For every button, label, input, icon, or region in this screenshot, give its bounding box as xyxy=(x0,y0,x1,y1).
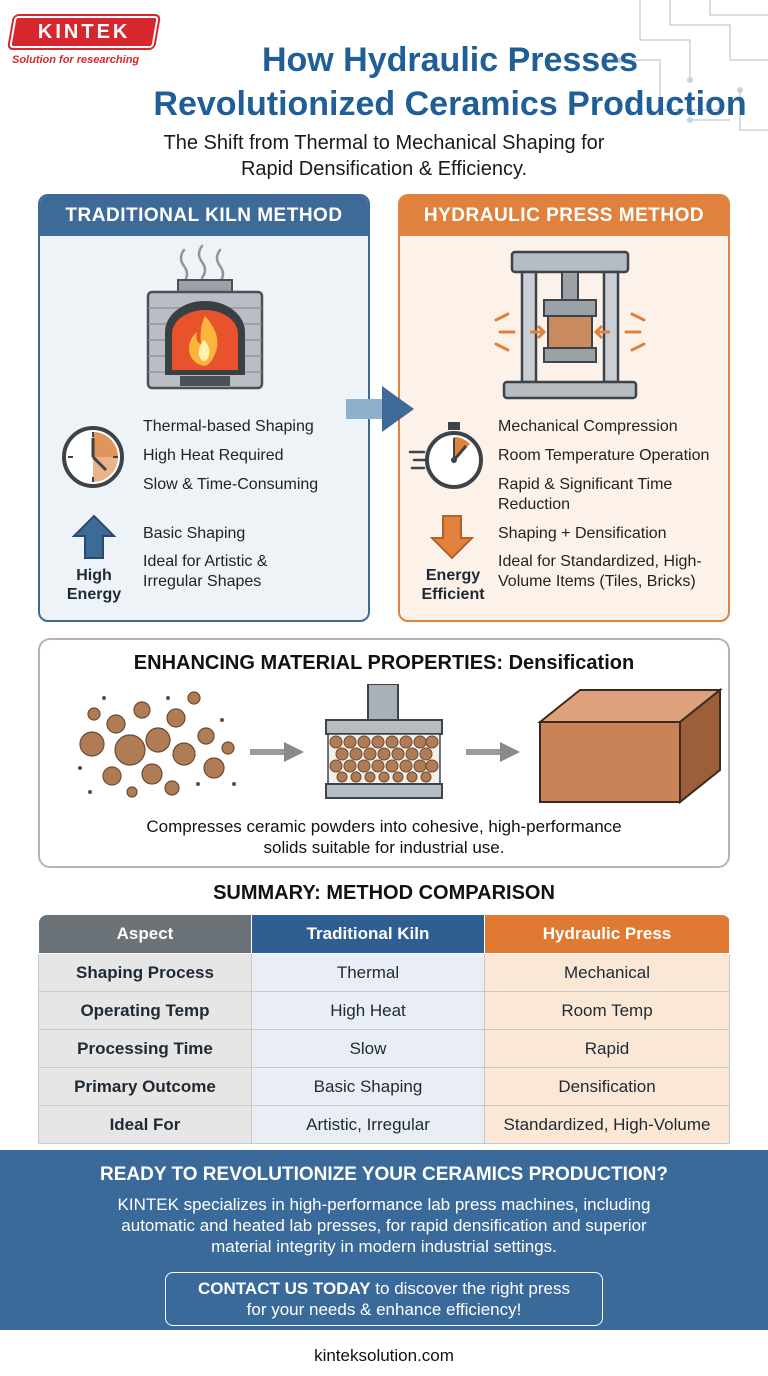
contact-us-button[interactable]: CONTACT US TODAY to discover the right p… xyxy=(165,1272,603,1326)
row-aspect: Processing Time xyxy=(38,1029,252,1068)
press-feature-1: Mechanical Compression xyxy=(498,418,678,435)
dense-block-icon xyxy=(537,687,723,805)
title-line-1: How Hydraulic Presses xyxy=(261,41,639,79)
comparison-table: Aspect Traditional Kiln Hydraulic Press … xyxy=(38,914,730,1144)
table-row: Ideal For Artistic, Irregular Standardiz… xyxy=(38,1105,730,1144)
arrow-down-icon xyxy=(430,515,474,560)
table-header-row: Aspect Traditional Kiln Hydraulic Press xyxy=(38,914,730,954)
row-aspect: Ideal For xyxy=(38,1105,252,1144)
cta-section xyxy=(0,1150,768,1330)
table-row: Shaping Process Thermal Mechanical xyxy=(38,953,730,992)
summary-title: SUMMARY: METHOD COMPARISON xyxy=(213,882,555,904)
row-press: Mechanical xyxy=(484,953,730,992)
kiln-feature-3: Slow & Time-Consuming xyxy=(143,476,319,493)
transition-arrow-icon xyxy=(346,386,414,432)
kiln-feature-2: High Heat Required xyxy=(143,447,284,464)
subtitle-line-1: The Shift from Thermal to Mechanical Sha… xyxy=(163,132,605,154)
table-row: Operating Temp High Heat Room Temp xyxy=(38,991,730,1030)
hydraulic-press-icon xyxy=(494,250,646,400)
row-kiln: High Heat xyxy=(251,991,485,1030)
kiln-feature-4: Basic Shaping xyxy=(143,525,246,542)
process-arrow-icon-2 xyxy=(466,742,520,762)
row-aspect: Operating Temp xyxy=(38,991,252,1030)
caption-line-2: solids suitable for industrial use. xyxy=(263,838,505,857)
clock-icon xyxy=(62,426,124,488)
cta-body-line-2: automatic and heated lab presses, for ra… xyxy=(121,1216,647,1235)
stopwatch-icon xyxy=(408,422,483,489)
cta-body-line-3: material integrity in modern industrial … xyxy=(211,1237,557,1256)
press-panel-heading: HYDRAULIC PRESS METHOD xyxy=(400,196,728,236)
kiln-icon xyxy=(146,244,264,390)
kiln-feature-1: Thermal-based Shaping xyxy=(143,418,314,435)
header-aspect: Aspect xyxy=(38,914,252,954)
badge-line-2: Efficient xyxy=(421,586,485,603)
energy-efficient-label: Energy Efficient xyxy=(410,566,496,604)
row-aspect: Shaping Process xyxy=(38,953,252,992)
logo-text: KINTEK xyxy=(37,20,131,43)
press-feature-4: Shaping + Densification xyxy=(498,525,667,542)
subtitle-line-2: Rapid Densification & Efficiency. xyxy=(240,158,528,180)
caption-line-1: Compresses ceramic powders into cohesive… xyxy=(146,817,622,836)
contact-button-bold: CONTACT US TODAY xyxy=(198,1279,371,1298)
footer-url-link[interactable]: kinteksolution.com xyxy=(314,1346,454,1365)
cta-body: KINTEK specializes in high-performance l… xyxy=(50,1194,718,1257)
cta-body-line-1: KINTEK specializes in high-performance l… xyxy=(117,1195,651,1214)
circuit-decoration-icon xyxy=(617,0,768,131)
table-row: Primary Outcome Basic Shaping Densificat… xyxy=(38,1067,730,1106)
row-aspect: Primary Outcome xyxy=(38,1067,252,1106)
page-title: How Hydraulic Presses Revolutionized Cer… xyxy=(150,38,750,126)
table-row: Processing Time Slow Rapid xyxy=(38,1029,730,1068)
logo-tagline: Solution for researching xyxy=(12,54,140,66)
high-energy-label: High Energy xyxy=(52,566,136,604)
row-kiln: Basic Shaping xyxy=(251,1067,485,1106)
page-subtitle: The Shift from Thermal to Mechanical Sha… xyxy=(40,130,728,182)
contact-button-rest: to discover the right press xyxy=(370,1279,570,1298)
contact-button-line-2: for your needs & enhance efficiency! xyxy=(246,1300,522,1319)
compaction-press-icon xyxy=(325,684,443,799)
brand-logo[interactable]: KINTEK Solution for researching xyxy=(7,14,161,66)
row-press: Densification xyxy=(484,1067,730,1106)
cta-title: READY TO REVOLUTIONIZE YOUR CERAMICS PRO… xyxy=(100,1164,668,1185)
title-line-2: Revolutionized Ceramics Production xyxy=(153,85,747,123)
press-feature-2: Room Temperature Operation xyxy=(498,447,710,464)
row-kiln: Artistic, Irregular xyxy=(251,1105,485,1144)
header-kiln: Traditional Kiln xyxy=(251,914,485,954)
contact-button-line-1: CONTACT US TODAY to discover the right p… xyxy=(166,1278,602,1299)
kiln-panel-heading: TRADITIONAL KILN METHOD xyxy=(40,196,368,236)
densification-title: ENHANCING MATERIAL PROPERTIES: Densifica… xyxy=(133,652,635,674)
badge-line-2: Energy xyxy=(66,586,122,603)
row-kiln: Thermal xyxy=(251,953,485,992)
arrow-up-icon xyxy=(72,514,116,559)
badge-line-1: Energy xyxy=(425,567,481,584)
process-arrow-icon xyxy=(250,742,304,762)
row-press: Rapid xyxy=(484,1029,730,1068)
densification-caption: Compresses ceramic powders into cohesive… xyxy=(40,816,728,858)
logo-badge: KINTEK xyxy=(7,14,161,50)
press-feature-5: Ideal for Standardized, High-Volume Item… xyxy=(498,553,702,590)
press-feature-3: Rapid & Significant Time Reduction xyxy=(498,476,673,513)
badge-line-1: High xyxy=(76,567,112,584)
kiln-feature-5: Ideal for Artistic & Irregular Shapes xyxy=(143,553,268,590)
row-press: Standardized, High-Volume xyxy=(484,1105,730,1144)
header-press: Hydraulic Press xyxy=(484,914,730,954)
row-press: Room Temp xyxy=(484,991,730,1030)
powder-particles-icon xyxy=(78,691,236,798)
row-kiln: Slow xyxy=(251,1029,485,1068)
